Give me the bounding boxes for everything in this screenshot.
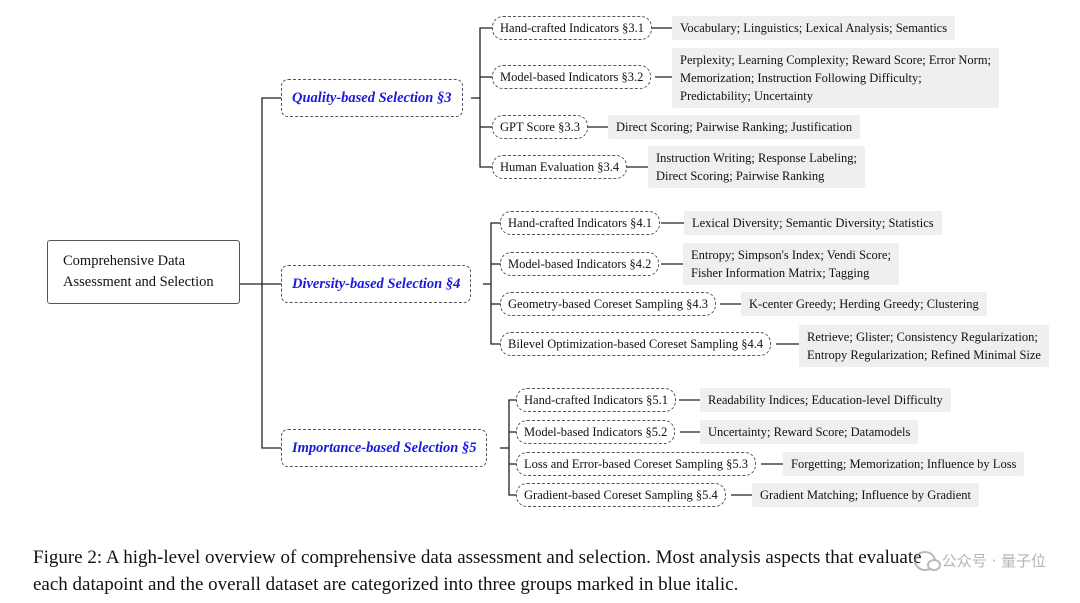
leaf-text-line: Lexical Diversity; Semantic Diversity; S… — [692, 216, 934, 230]
subcategory-node: Bilevel Optimization-based Coreset Sampl… — [500, 332, 772, 356]
leaf-node: Uncertainty; Reward Score; Datamodels — [700, 420, 919, 444]
group-diversity: Diversity-based Selection §4 — [281, 265, 472, 303]
leaf-text-line: Predictability; Uncertainty — [680, 89, 813, 103]
leaf-node: Lexical Diversity; Semantic Diversity; S… — [684, 211, 942, 235]
leaf-text-line: Uncertainty; Reward Score; Datamodels — [708, 425, 911, 439]
leaf-text-line: Retrieve; Glister; Consistency Regulariz… — [807, 330, 1038, 344]
leaf-text-line: Fisher Information Matrix; Tagging — [691, 266, 870, 280]
subcategory-node: Hand-crafted Indicators §3.1 — [492, 16, 653, 40]
subcategory-node: Model-based Indicators §4.2 — [500, 252, 660, 276]
leaf-node: Retrieve; Glister; Consistency Regulariz… — [799, 325, 1049, 367]
connector-line — [479, 27, 492, 168]
connector-line — [508, 399, 516, 496]
root-node: Comprehensive Data Assessment and Select… — [47, 240, 240, 304]
leaf-text-line: Vocabulary; Linguistics; Lexical Analysi… — [680, 21, 948, 35]
subcategory-node: Human Evaluation §3.4 — [492, 155, 628, 179]
leaf-text-line: Direct Scoring; Pairwise Ranking; Justif… — [616, 120, 853, 134]
subcategory-node: Geometry-based Coreset Sampling §4.3 — [500, 292, 716, 316]
leaf-text-line: Readability Indices; Education-level Dif… — [708, 393, 943, 407]
group-quality: Quality-based Selection §3 — [281, 79, 463, 117]
leaf-node: Readability Indices; Education-level Dif… — [700, 388, 951, 412]
leaf-node: Entropy; Simpson's Index; Vendi Score; F… — [683, 243, 899, 285]
group-importance: Importance-based Selection §5 — [281, 429, 488, 467]
figure-caption: Figure 2: A high-level overview of compr… — [33, 544, 1073, 598]
leaf-node: Vocabulary; Linguistics; Lexical Analysi… — [672, 16, 956, 40]
leaf-text-line: Instruction Writing; Response Labeling; — [656, 151, 857, 165]
caption-line: each datapoint and the overall dataset a… — [33, 574, 739, 595]
subcategory-node: Loss and Error-based Coreset Sampling §5… — [516, 452, 757, 476]
subcategory-node: Model-based Indicators §5.2 — [516, 420, 676, 444]
leaf-node: Perplexity; Learning Complexity; Reward … — [672, 48, 1000, 108]
leaf-node: Instruction Writing; Response Labeling; … — [648, 146, 865, 188]
subcategory-node: GPT Score §3.3 — [492, 115, 588, 139]
connector-line — [490, 222, 500, 345]
wechat-logo-icon — [913, 550, 941, 571]
leaf-text-line: Memorization; Instruction Following Diff… — [680, 71, 922, 85]
leaf-text-line: Direct Scoring; Pairwise Ranking — [656, 169, 825, 183]
root-label-line: Comprehensive Data — [63, 253, 186, 269]
connector-line — [261, 97, 281, 449]
subcategory-node: Gradient-based Coreset Sampling §5.4 — [516, 483, 726, 507]
leaf-node: Gradient Matching; Influence by Gradient — [752, 483, 980, 507]
caption-line: Figure 2: A high-level overview of compr… — [33, 547, 922, 568]
watermark-text: 公众号 · 量子位 — [941, 552, 1046, 570]
subcategory-node: Hand-crafted Indicators §4.1 — [500, 211, 661, 235]
leaf-text-line: Gradient Matching; Influence by Gradient — [760, 488, 972, 502]
leaf-text-line: Entropy; Simpson's Index; Vendi Score; — [691, 248, 891, 262]
tree-diagram — [240, 27, 799, 496]
leaf-text-line: Perplexity; Learning Complexity; Reward … — [680, 53, 992, 67]
leaf-text-line: K-center Greedy; Herding Greedy; Cluster… — [749, 297, 979, 311]
leaf-node: K-center Greedy; Herding Greedy; Cluster… — [741, 292, 987, 316]
leaf-node: Direct Scoring; Pairwise Ranking; Justif… — [608, 115, 861, 139]
subcategory-node: Model-based Indicators §3.2 — [492, 65, 652, 89]
root-label-line: Assessment and Selection — [63, 274, 214, 290]
watermark: 公众号 · 量子位 — [913, 550, 1046, 571]
leaf-text-line: Entropy Regularization; Refined Minimal … — [807, 348, 1041, 362]
subcategory-node: Hand-crafted Indicators §5.1 — [516, 388, 677, 412]
leaf-text-line: Forgetting; Memorization; Influence by L… — [791, 457, 1017, 471]
leaf-node: Forgetting; Memorization; Influence by L… — [783, 452, 1025, 476]
